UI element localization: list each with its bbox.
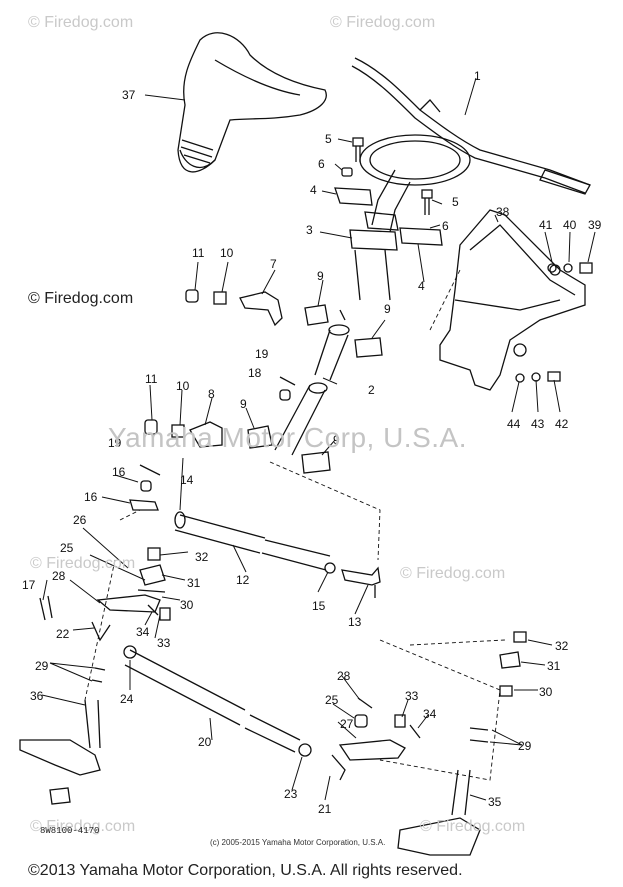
watermark-bottom-left: © Firedog.com [30,818,136,835]
watermark-mid-right: © Firedog.com [400,565,506,582]
callout-5: 5 [452,195,459,209]
callout-12: 12 [236,573,250,587]
callout-25: 25 [325,693,339,707]
ball-joint-part-13 [341,566,381,598]
callout-14: 14 [180,473,194,487]
callout-23: 23 [284,787,298,801]
watermark-top-left: © Firedog.com [28,14,134,31]
callout-27: 27 [340,717,354,731]
upper-clamps-parts-7-11 [144,289,383,474]
callout-26: 26 [73,513,87,527]
callout-31: 31 [187,576,201,590]
callout-9: 9 [333,433,340,447]
callout-10: 10 [176,379,190,393]
copyright-main: ©2013 Yamaha Motor Corporation, U.S.A. A… [28,862,463,879]
callout-34: 34 [423,707,437,721]
callout-24: 24 [120,692,134,706]
callout-16: 16 [112,465,126,479]
left-linkage-parts-22-34 [39,547,171,683]
callout-36: 36 [30,689,44,703]
knuckle-part-35 [397,769,481,856]
watermark-bottom-right: © Firedog.com [420,818,526,835]
callout-35: 35 [488,795,502,809]
callout-41: 41 [539,218,553,232]
copyright-small: (c) 2005-2015 Yamaha Motor Corporation, … [210,838,386,847]
callout-28: 28 [52,569,66,583]
callout-30: 30 [180,598,194,612]
diagram-code: 8W8100-4170 [40,826,100,836]
callout-9: 9 [240,397,247,411]
callout-29: 29 [35,659,49,673]
callout-5: 5 [325,132,332,146]
steering-column-part-2 [274,309,350,456]
callout-40: 40 [563,218,577,232]
callout-4: 4 [310,183,317,197]
left-small-parts-14-19 [129,376,296,511]
callout-11: 11 [145,372,158,386]
callout-16: 16 [84,490,98,504]
callout-22: 22 [56,627,70,641]
watermark-center: Yamaha Motor Corp, U.S.A. [108,422,467,453]
callout-4: 4 [418,279,425,293]
callout-3: 3 [306,223,313,237]
watermark-lower-left: © Firedog.com [30,555,136,572]
callout-31: 31 [547,659,561,673]
callout-13: 13 [348,615,362,629]
handlebar-part-1 [351,57,591,233]
callout-10: 10 [220,246,234,260]
callout-25: 25 [60,541,74,555]
callout-9: 9 [317,269,324,283]
watermark-mid-left: © Firedog.com [28,290,134,307]
callout-20: 20 [198,735,212,749]
callout-6: 6 [442,219,449,233]
callout-8: 8 [208,387,215,401]
callout-42: 42 [555,417,569,431]
callout-34: 34 [136,625,150,639]
bolts-nuts-parts-39-44 [515,262,593,383]
callout-1: 1 [474,69,481,83]
callout-38: 38 [496,205,510,219]
callout-17: 17 [22,578,36,592]
callout-19: 19 [255,347,269,361]
right-linkage-parts-21-34 [331,631,527,781]
tie-rod-part-20 [124,649,312,757]
callout-37: 37 [122,88,136,102]
bracket-part-38 [439,209,586,391]
callout-29: 29 [518,739,532,753]
callout-7: 7 [270,257,277,271]
callout-28: 28 [337,669,351,683]
handle-cover-part-37 [177,32,327,173]
callout-9: 9 [384,302,391,316]
callout-19: 19 [108,436,122,450]
callout-30: 30 [539,685,553,699]
callout-21: 21 [318,802,332,816]
callout-32: 32 [555,639,569,653]
callout-39: 39 [588,218,602,232]
tie-rod-part-12 [174,511,336,574]
watermark-top-center: © Firedog.com [330,14,436,31]
callout-11: 11 [192,246,205,260]
callout-43: 43 [531,417,545,431]
knuckle-part-36 [19,699,101,805]
callout-15: 15 [312,599,326,613]
callout-32: 32 [195,550,209,564]
callout-44: 44 [507,417,521,431]
callout-33: 33 [405,689,419,703]
callout-33: 33 [157,636,171,650]
clamp-bolts-part-3-4-5-6 [334,137,443,301]
callout-6: 6 [318,157,325,171]
callout-2: 2 [368,383,375,397]
callout-18: 18 [248,366,262,380]
